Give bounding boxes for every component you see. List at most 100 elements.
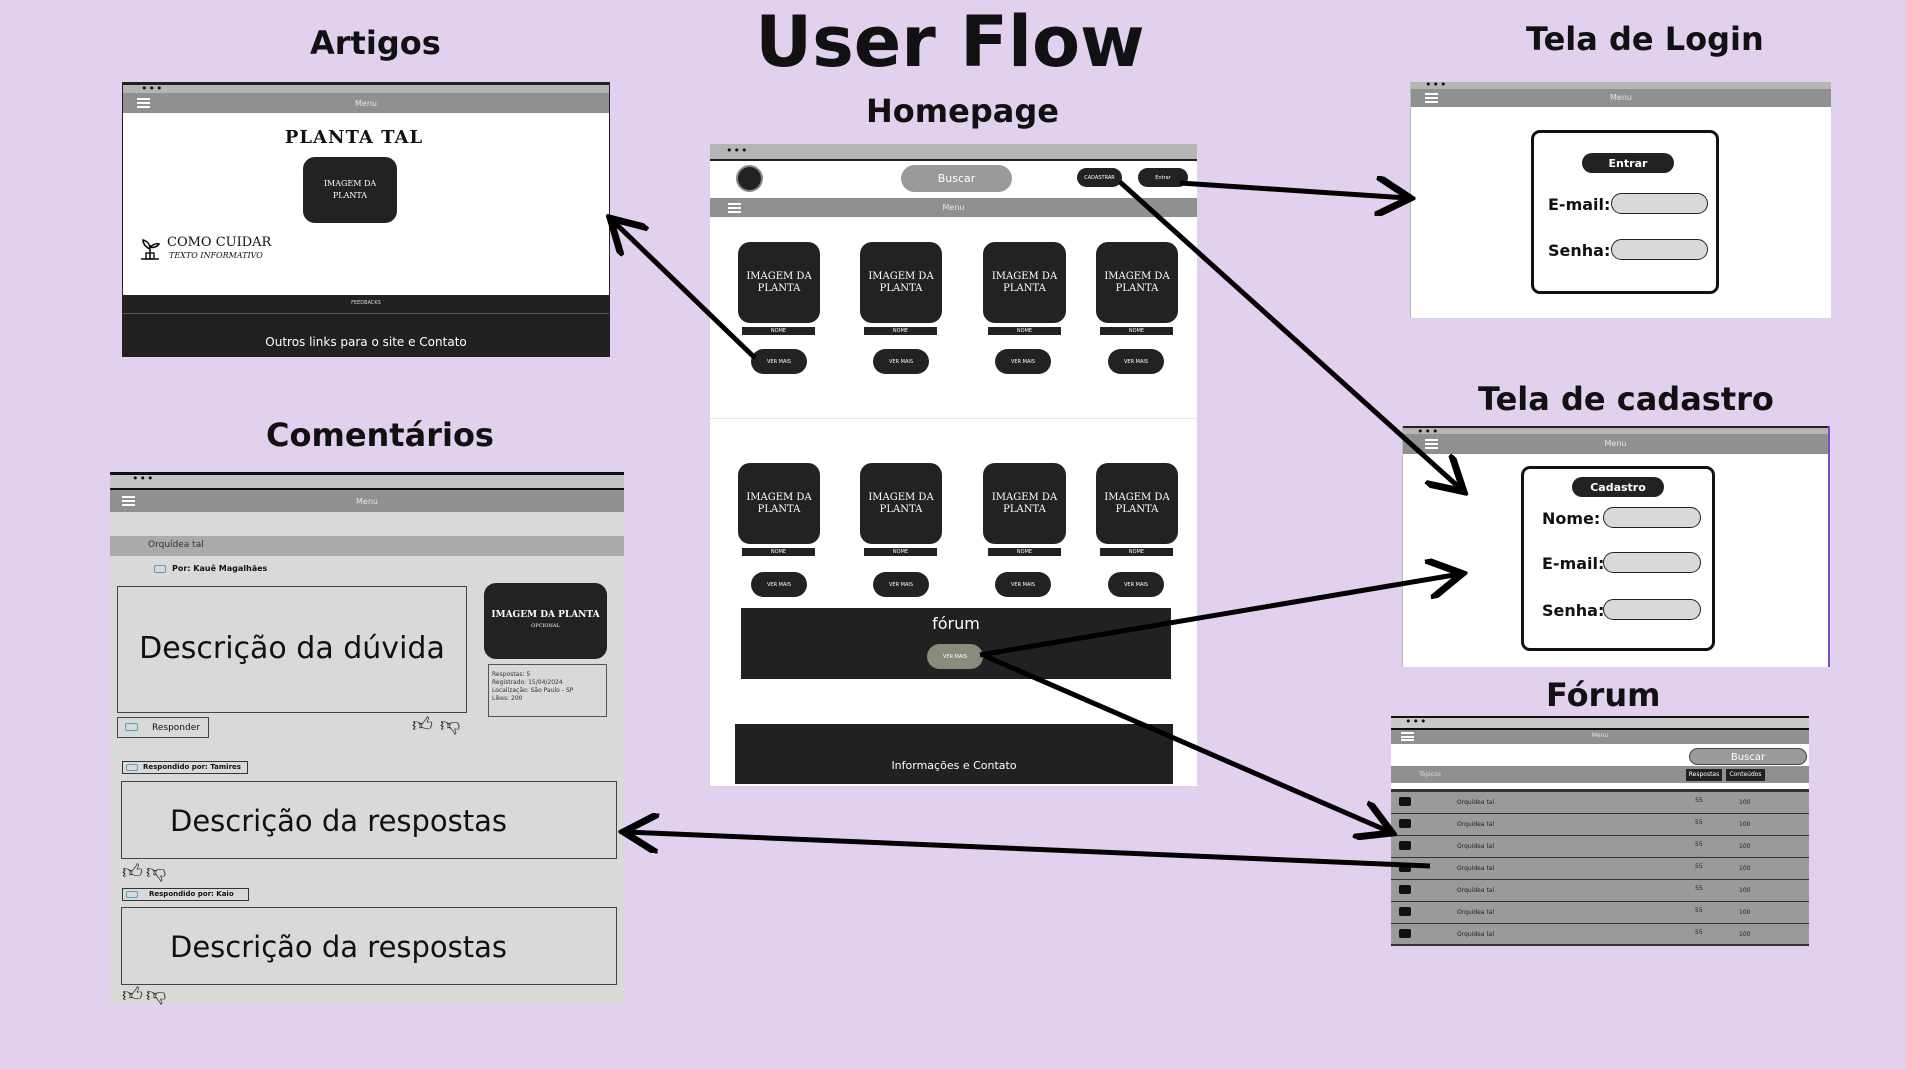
plant-card-image[interactable]: IMAGEM DA PLANTA bbox=[860, 463, 942, 544]
footer-links[interactable]: Outros links para o site e Contato bbox=[265, 335, 467, 349]
answer-box: Descrição da respostas bbox=[121, 781, 617, 859]
info-location: Localização: São Paulo - SP bbox=[492, 687, 574, 694]
see-more-button[interactable]: VER MAIS bbox=[1108, 349, 1164, 374]
forum-row-topic: Orquídea tal bbox=[1457, 821, 1495, 828]
header-content[interactable]: Conteúdos bbox=[1726, 769, 1765, 781]
plant-card-image[interactable]: IMAGEM DA PLANTA bbox=[738, 242, 820, 323]
plant-card-image[interactable]: IMAGEM DA PLANTA bbox=[1096, 242, 1178, 323]
arrow-homepage-to-login bbox=[1179, 183, 1408, 198]
header-replies[interactable]: Respostas bbox=[1686, 769, 1722, 781]
answer-text: Descrição da respostas bbox=[170, 930, 508, 964]
forum-row-replies: 55 bbox=[1695, 929, 1703, 936]
section-title-login: Tela de Login bbox=[1526, 20, 1764, 58]
password-field[interactable] bbox=[1603, 599, 1701, 620]
see-more-button[interactable]: VER MAIS bbox=[995, 572, 1051, 597]
menu-bar[interactable]: Menu bbox=[710, 198, 1197, 217]
dislike-icon[interactable]: 👎︎ bbox=[146, 859, 167, 883]
plant-card-image[interactable]: IMAGEM DA PLANTA bbox=[983, 242, 1066, 323]
password-label: Senha: bbox=[1542, 601, 1605, 620]
answer-text: Descrição da respostas bbox=[170, 804, 508, 838]
info-registered: Registrado: 15/04/2024 bbox=[492, 679, 563, 686]
see-more-button[interactable]: VER MAIS bbox=[751, 349, 807, 374]
hamburger-icon[interactable] bbox=[122, 496, 135, 506]
question-text: Descrição da dúvida bbox=[139, 631, 445, 666]
window-bar: ••• bbox=[1391, 716, 1809, 730]
plant-card-image[interactable]: IMAGEM DA PLANTA bbox=[983, 463, 1066, 544]
section-title-cadastro: Tela de cadastro bbox=[1478, 380, 1774, 418]
answer-box: Descrição da respostas bbox=[121, 907, 617, 985]
see-more-button[interactable]: VER MAIS bbox=[1108, 572, 1164, 597]
feedbacks-label: FEEDBACKS bbox=[351, 300, 381, 306]
info-likes: Likes: 200 bbox=[492, 695, 523, 702]
forum-row[interactable]: Orquídea tal 55 100 bbox=[1391, 879, 1809, 900]
like-icon[interactable]: 👍︎ bbox=[122, 982, 143, 1006]
login-submit-button[interactable]: Entrar bbox=[1582, 153, 1674, 173]
see-more-button[interactable]: VER MAIS bbox=[751, 572, 807, 597]
see-more-button[interactable]: VER MAIS bbox=[873, 349, 929, 374]
search-input[interactable]: Buscar bbox=[901, 165, 1012, 192]
plant-card-image[interactable]: IMAGEM DA PLANTA bbox=[738, 463, 820, 544]
forum-row[interactable]: Orquídea tal 55 100 bbox=[1391, 791, 1809, 812]
plant-card-name: NOME bbox=[988, 327, 1061, 335]
plant-card-name: NOME bbox=[988, 548, 1061, 556]
menu-bar[interactable]: Menu bbox=[1411, 89, 1831, 107]
hamburger-icon[interactable] bbox=[137, 98, 150, 108]
header-topics: Tópicos bbox=[1419, 771, 1441, 778]
forum-see-more-button[interactable]: VER MAIS bbox=[927, 644, 983, 669]
password-field[interactable] bbox=[1611, 239, 1708, 260]
login-button[interactable]: Entrar bbox=[1138, 168, 1188, 187]
forum-row-replies: 55 bbox=[1695, 885, 1703, 892]
forum-row[interactable]: Orquídea tal 55 100 bbox=[1391, 835, 1809, 856]
forum-row-content: 100 bbox=[1739, 931, 1751, 938]
footer-info[interactable]: Informações e Contato bbox=[891, 759, 1017, 772]
forum-row-content: 100 bbox=[1739, 887, 1751, 894]
cadastro-submit-button[interactable]: Cadastro bbox=[1572, 477, 1664, 497]
forum-row[interactable]: Orquídea tal 55 100 bbox=[1391, 857, 1809, 878]
name-label: Nome: bbox=[1542, 509, 1601, 528]
plant-card-name: NOME bbox=[1100, 327, 1173, 335]
forum-row[interactable]: Orquídea tal 55 100 bbox=[1391, 923, 1809, 944]
forum-banner: fórum VER MAIS bbox=[741, 608, 1171, 679]
hamburger-icon[interactable] bbox=[728, 203, 741, 213]
register-button[interactable]: CADASTRAR bbox=[1077, 168, 1122, 187]
question-image-sub: OPCIONAL bbox=[531, 623, 560, 629]
search-input[interactable]: Buscar bbox=[1689, 748, 1807, 765]
forum-row[interactable]: Orquídea tal 55 100 bbox=[1391, 813, 1809, 834]
plant-card-image[interactable]: IMAGEM DA PLANTA bbox=[1096, 463, 1178, 544]
plant-card-name: NOME bbox=[1100, 548, 1173, 556]
name-field[interactable] bbox=[1603, 507, 1701, 528]
email-field[interactable] bbox=[1611, 193, 1708, 214]
arrow-forum-to-comentarios bbox=[626, 832, 1431, 869]
forum-row-replies: 55 bbox=[1695, 863, 1703, 870]
chat-bubble-icon bbox=[1399, 929, 1411, 938]
menu-bar[interactable]: Menu bbox=[1403, 434, 1828, 454]
artigos-mockup: ••• Menu PLANTA TAL IMAGEM DA PLANTA COM… bbox=[122, 82, 610, 357]
forum-row-topic: Orquídea tal bbox=[1457, 909, 1495, 916]
forum-header: Tópicos Respostas Conteúdos bbox=[1391, 766, 1809, 783]
hamburger-icon[interactable] bbox=[1401, 732, 1414, 741]
reply-button[interactable]: Responder bbox=[117, 717, 209, 738]
forum-row[interactable]: Orquídea tal 55 100 bbox=[1391, 901, 1809, 922]
forum-row-replies: 55 bbox=[1695, 841, 1703, 848]
dislike-icon[interactable]: 👎︎ bbox=[146, 982, 167, 1006]
hamburger-icon[interactable] bbox=[1425, 93, 1438, 103]
menu-bar[interactable]: Menu bbox=[1391, 730, 1809, 744]
plant-card-image[interactable]: IMAGEM DA PLANTA bbox=[860, 242, 942, 323]
email-field[interactable] bbox=[1603, 552, 1701, 573]
topic-title: Orquídea tal bbox=[148, 540, 204, 550]
like-icon[interactable]: 👍︎ bbox=[412, 712, 433, 736]
comentarios-mockup: ••• Menu Orquídea tal Por: Kauê Magalhãe… bbox=[110, 472, 624, 1004]
like-icon[interactable]: 👍︎ bbox=[122, 859, 143, 883]
see-more-button[interactable]: VER MAIS bbox=[995, 349, 1051, 374]
menu-bar[interactable]: Menu bbox=[123, 93, 609, 113]
email-label: E-mail: bbox=[1548, 195, 1611, 214]
see-more-button[interactable]: VER MAIS bbox=[873, 572, 929, 597]
menu-label: Menu bbox=[1610, 93, 1632, 102]
logo[interactable] bbox=[736, 165, 763, 192]
question-image-label: IMAGEM DA PLANTA bbox=[491, 610, 600, 620]
menu-bar[interactable]: Menu bbox=[110, 490, 624, 512]
menu-label: Menu bbox=[1604, 439, 1627, 448]
question-author: Por: Kauê Magalhães bbox=[172, 564, 268, 573]
menu-label: Menu bbox=[1591, 732, 1609, 739]
dislike-icon[interactable]: 👎︎ bbox=[440, 712, 461, 736]
